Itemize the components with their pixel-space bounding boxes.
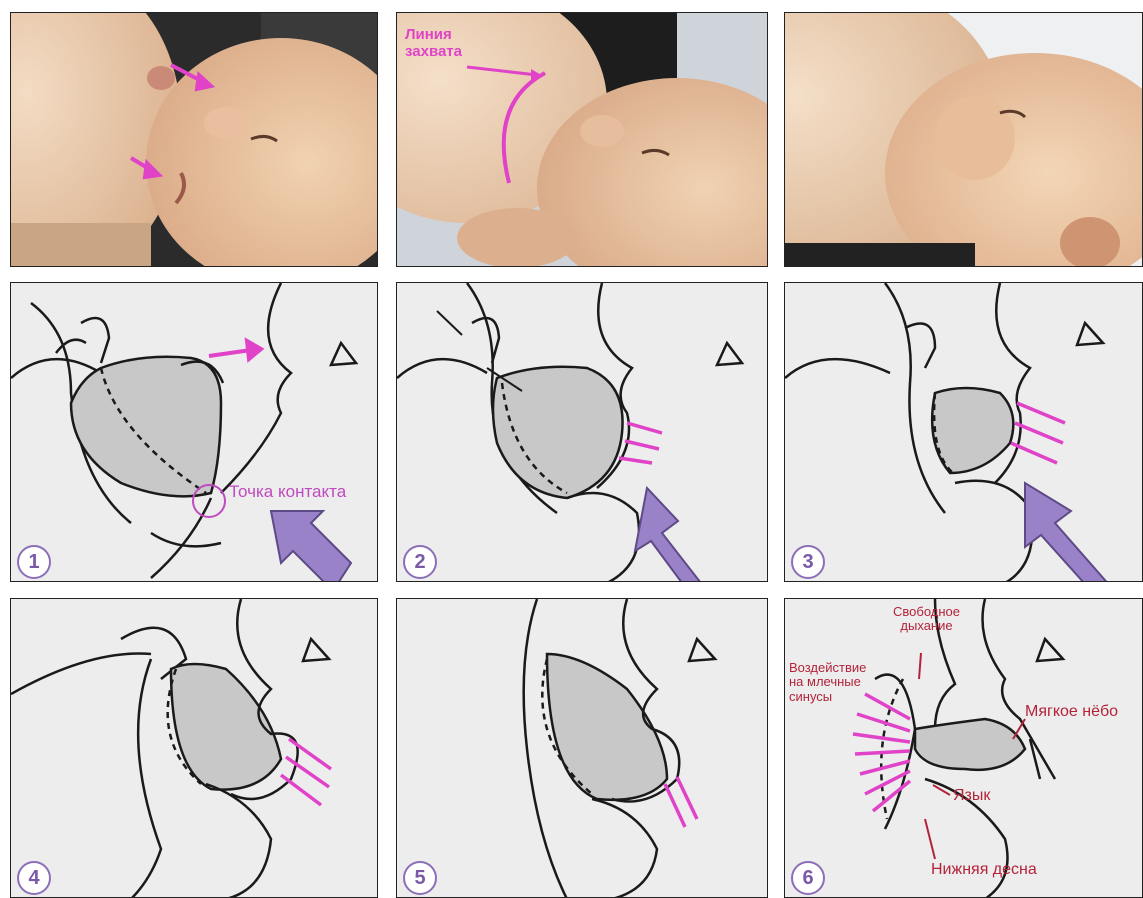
step-panel-2: 2 [396,282,768,582]
step-number-1: 1 [17,545,51,579]
step-number-6: 6 [791,861,825,895]
step-number-3: 3 [791,545,825,579]
step-number-2: 2 [403,545,437,579]
milk-sinus-label: Воздействие на млечные синусы [789,661,866,704]
step-panel-6: 6 Свободное дыхание Воздействие на млечн… [784,598,1143,898]
step-number-5: 5 [403,861,437,895]
step-3-drawing [785,283,1143,582]
step-2-drawing [397,283,768,582]
latch-line-label: Линия захвата [405,27,462,60]
photo-panel-1 [10,12,378,267]
step-panel-1: 1 Точка контакта [10,282,378,582]
photo-panel-2: Линия захвата [396,12,768,267]
soft-palate-label: Мягкое нёбо [1025,703,1118,721]
contact-point-label: Точка контакта [229,483,346,502]
photo-1-illustration [11,13,378,267]
step-6-drawing [785,599,1143,898]
lower-gum-label: Нижняя десна [931,861,1037,879]
tongue-label: Язык [953,787,990,805]
step-3-push-arrow [1025,483,1125,582]
step-5-drawing [397,599,768,898]
step-1-push-arrow [271,511,351,582]
step-number-4: 4 [17,861,51,895]
step-panel-5: 5 [396,598,768,898]
photo-panel-3 [784,12,1143,267]
step-1-drawing [11,283,378,582]
step-panel-3: 3 [784,282,1143,582]
step-2-push-arrow [635,488,732,582]
free-breathing-label: Свободное дыхание [893,605,960,634]
step-panel-4: 4 [10,598,378,898]
step-4-drawing [11,599,378,898]
photo-3-illustration [785,13,1143,267]
